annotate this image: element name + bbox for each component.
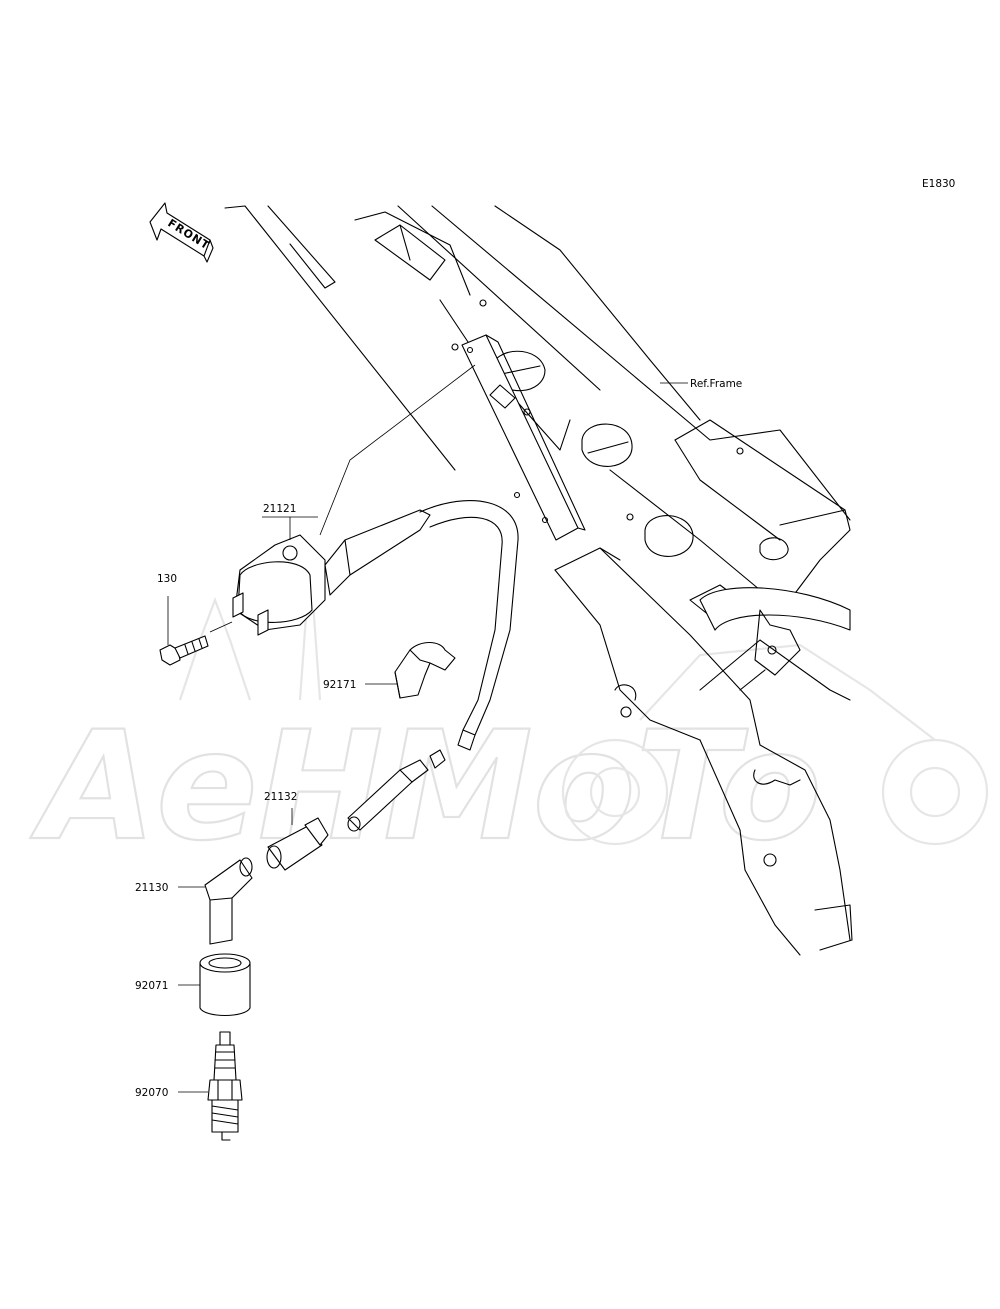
part-number-21130: 21130 — [135, 882, 168, 894]
watermark: AeHMoTo — [29, 559, 989, 875]
diagram-code: E1830 — [922, 178, 955, 190]
part-number-92071: 92071 — [135, 980, 168, 992]
part-number-21132: 21132 — [264, 791, 297, 803]
part-92171-clamp — [365, 641, 456, 699]
part-21130-plug-cap — [178, 857, 253, 945]
part-21132-cap — [266, 808, 329, 871]
part-92071-cover — [178, 953, 251, 1017]
frame-outline — [224, 205, 853, 956]
part-number-21121: 21121 — [263, 503, 296, 515]
part-number-92171: 92171 — [323, 679, 356, 691]
part-92070-spark-plug — [178, 1031, 243, 1141]
part-number-92070: 92070 — [135, 1087, 168, 1099]
part-number-130: 130 — [157, 573, 177, 585]
part-130-bolt — [159, 596, 233, 666]
front-arrow-icon: FRONT — [149, 202, 214, 263]
ref-frame-label: Ref.Frame — [690, 378, 742, 390]
ignition-cable — [347, 500, 519, 832]
watermark-text: AeHMoTo — [30, 700, 822, 874]
part-21121-ignition-coil — [232, 509, 431, 636]
